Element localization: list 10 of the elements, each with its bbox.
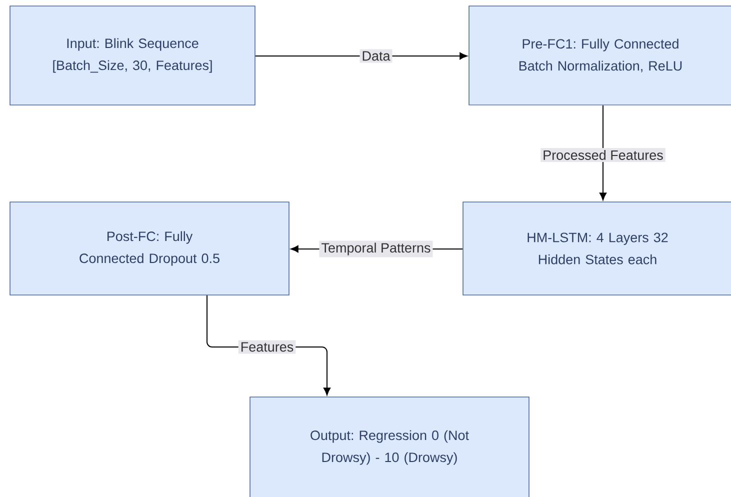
edge-label: Processed Features [540, 148, 666, 162]
process-box: Post-FC: Fully Connected Dropout 0.5 [10, 202, 290, 296]
arrow [599, 104, 607, 200]
edge-label: Data [360, 49, 392, 63]
process-box: Pre-FC1: Fully Connected Batch Normalization, ReLU [468, 6, 731, 106]
process-box: Input: Blink Sequence [Batch_Size, 30, Features] [10, 6, 256, 106]
process-box: Output: Regression 0 (Not Drowsy) - 10 (Drowsy) [250, 396, 530, 497]
edge-label: Features [238, 340, 296, 354]
process-box: HM-LSTM: 4 Layers 32 Hidden States each [462, 202, 731, 296]
edge-label: Temporal Patterns [319, 240, 433, 258]
